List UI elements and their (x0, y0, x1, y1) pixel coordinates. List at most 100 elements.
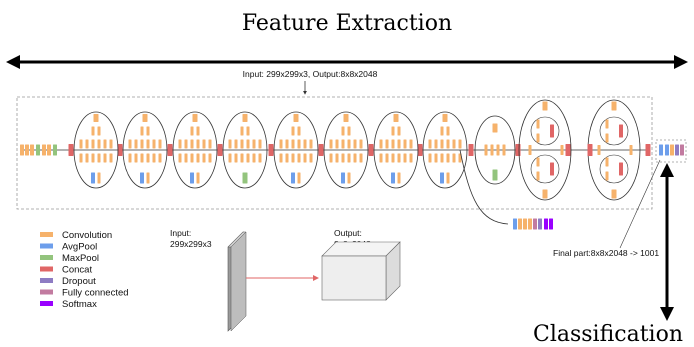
inner-branch-outline (530, 154, 560, 184)
inception-module-outline (273, 111, 319, 189)
feature-extraction-arrow (6, 55, 688, 69)
concat-block (318, 144, 324, 156)
conv-block (297, 172, 301, 184)
conv-block (428, 139, 432, 149)
conv-block (536, 133, 540, 143)
conv-block (359, 153, 363, 163)
conv-block (528, 145, 532, 155)
conv-block (285, 139, 289, 149)
conv-block (409, 153, 413, 163)
avgpool-block (391, 172, 395, 184)
concat-block (268, 144, 274, 156)
conv-block (140, 139, 144, 149)
concat-block (217, 144, 223, 156)
conv-block (79, 139, 83, 149)
inner-branch-outline (599, 116, 629, 146)
conv-block (103, 153, 107, 163)
conv-block (242, 114, 248, 122)
conv-block (393, 114, 399, 122)
conv-block (152, 153, 156, 163)
conv-block (146, 153, 150, 163)
conv-block (97, 153, 101, 163)
conv-block (492, 123, 498, 133)
conv-block (234, 153, 238, 163)
conv-block (240, 139, 244, 149)
auxiliary-block (518, 218, 522, 230)
legend: ConvolutionAvgPoolMaxPoolConcatDropoutFu… (40, 230, 129, 310)
conv-block (341, 126, 345, 136)
maxpool-block (492, 169, 498, 181)
inception-module-outline (172, 111, 218, 189)
conv-block (560, 145, 564, 155)
classifier-block (659, 144, 663, 156)
stem-conv-block (30, 144, 34, 156)
conv-block (605, 119, 609, 129)
concat-block (515, 144, 521, 156)
conv-block (452, 139, 456, 149)
conv-block (246, 153, 250, 163)
input-label-line1: Input: (170, 228, 191, 238)
input-label-line2: 299x299x3 (170, 239, 212, 249)
conv-block (446, 172, 450, 184)
conv-block (428, 153, 432, 163)
classifier-block (675, 144, 679, 156)
conv-block (335, 139, 339, 149)
conv-block (142, 114, 148, 122)
conv-block (103, 139, 107, 149)
classifier-bounding-box (655, 139, 687, 163)
conv-block (341, 139, 345, 149)
conv-block (542, 101, 548, 111)
conv-block (291, 126, 295, 136)
conv-block (605, 171, 609, 181)
conv-block (291, 153, 295, 163)
conv-block (240, 153, 244, 163)
inner-branch-outline (599, 154, 629, 184)
reduction-module-outline (474, 115, 516, 185)
conv-block (134, 153, 138, 163)
legend-swatch (40, 243, 53, 249)
maxpool-block (242, 172, 248, 184)
conv-block (208, 139, 212, 149)
conv-block (309, 139, 313, 149)
output-cube-front (321, 255, 387, 301)
conv-block (252, 139, 256, 149)
concat-block (167, 144, 173, 156)
inception-module-outline (373, 111, 419, 189)
concat-block (417, 144, 423, 156)
conv-block (297, 153, 301, 163)
conv-block (79, 153, 83, 163)
conv-block (196, 139, 200, 149)
conv-block (208, 153, 212, 163)
conv-block (329, 139, 333, 149)
conv-block (397, 153, 401, 163)
conv-block (97, 139, 101, 149)
stem-conv-block (25, 144, 29, 156)
conv-block (134, 139, 138, 149)
conv-block (303, 153, 307, 163)
conv-block (97, 126, 101, 136)
avgpool-block (91, 172, 95, 184)
conv-block (359, 139, 363, 149)
legend-label: Concat (62, 265, 92, 276)
conv-block (502, 144, 506, 156)
conv-block (458, 139, 462, 149)
conv-block (442, 114, 448, 122)
legend-label: Fully connected (62, 288, 129, 299)
stem-conv-block (42, 144, 46, 156)
legend-swatch (40, 266, 53, 272)
final-part-pointer (619, 159, 661, 249)
conv-block (128, 139, 132, 149)
conv-block (91, 126, 95, 136)
conv-block (347, 172, 351, 184)
classifier-block (665, 144, 669, 156)
concat-block (550, 162, 554, 176)
conv-block (85, 139, 89, 149)
conv-block (629, 145, 633, 155)
conv-block (190, 126, 194, 136)
inception-module-outline (222, 111, 268, 189)
stem-maxpool-block (36, 144, 40, 156)
conv-block (128, 153, 132, 163)
conv-block (536, 157, 540, 167)
concat-block (117, 144, 123, 156)
conv-block (385, 153, 389, 163)
